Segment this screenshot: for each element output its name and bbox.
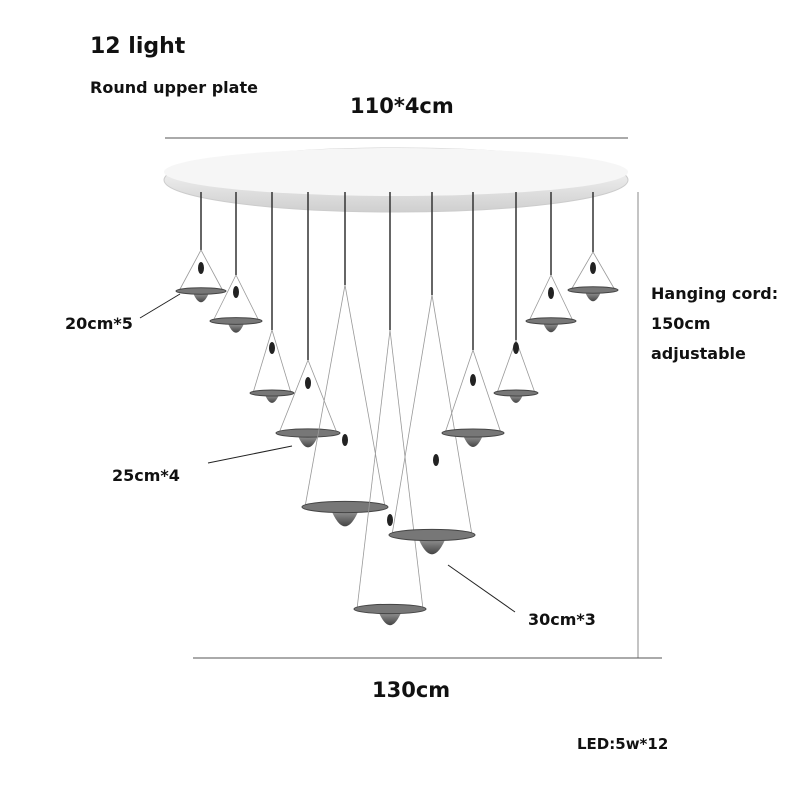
lamp-disc: [567, 286, 619, 294]
support-wire: [515, 339, 536, 394]
subtitle: Round upper plate: [90, 78, 258, 97]
pointer-20cm: [139, 293, 181, 319]
hanging-cord-line2: 150cm: [651, 314, 711, 333]
support-wire: [252, 329, 273, 394]
crystal-drop: [233, 286, 239, 298]
support-wire: [496, 339, 517, 394]
lamp-disc: [353, 603, 427, 615]
lamp-disc: [441, 428, 505, 438]
support-wire: [592, 251, 616, 291]
lamp-disc: [209, 317, 263, 325]
title: 12 light: [90, 34, 186, 59]
support-wire: [304, 284, 346, 508]
crystal-drop: [590, 262, 596, 274]
crystal-drop: [513, 342, 519, 354]
crystal-drop: [342, 434, 348, 446]
led-label: LED:5w*12: [577, 735, 669, 753]
support-wire: [200, 249, 224, 292]
crystal-drop: [198, 262, 204, 274]
support-wire: [356, 329, 391, 610]
support-wire: [570, 251, 594, 291]
medium-lamp-label: 25cm*4: [112, 466, 180, 485]
support-wire: [178, 249, 202, 292]
round-upper-plate-top: [164, 148, 628, 196]
plate-size-label: 110*4cm: [350, 94, 454, 118]
lamp-disc: [175, 287, 227, 295]
lamp-disc: [525, 317, 577, 325]
support-wire: [391, 294, 433, 536]
support-wire: [444, 349, 474, 434]
support-wire: [344, 284, 386, 508]
hanging-cord-line1: Hanging cord:: [651, 284, 779, 303]
support-wire: [212, 274, 237, 322]
crystal-drop: [269, 342, 275, 354]
support-wire: [235, 274, 260, 322]
total-width-label: 130cm: [372, 678, 451, 702]
hanging-cord-line3: adjustable: [651, 344, 746, 363]
crystal-drop: [470, 374, 476, 386]
crystal-drop: [305, 377, 311, 389]
small-lamp-label: 20cm*5: [65, 314, 133, 333]
support-wire: [307, 359, 338, 434]
crystal-drop: [387, 514, 393, 526]
support-wire: [278, 359, 309, 434]
lamp-disc: [493, 389, 539, 397]
support-wire: [271, 329, 292, 394]
crystal-drop: [548, 287, 554, 299]
large-lamp-label: 30cm*3: [528, 610, 596, 629]
support-wire: [431, 294, 473, 536]
hanging-cord-label: Hanging cord: 150cm adjustable: [651, 279, 778, 369]
support-wire: [472, 349, 502, 434]
pointer-25cm: [207, 445, 293, 464]
lamp-disc: [388, 528, 476, 542]
support-wire: [389, 329, 424, 610]
support-wire: [550, 274, 574, 322]
lamp-disc: [301, 500, 389, 514]
support-wire: [528, 274, 552, 322]
crystal-drop: [433, 454, 439, 466]
lamp-disc: [275, 428, 341, 438]
lamp-disc: [249, 389, 295, 397]
pointer-30cm: [447, 564, 516, 613]
